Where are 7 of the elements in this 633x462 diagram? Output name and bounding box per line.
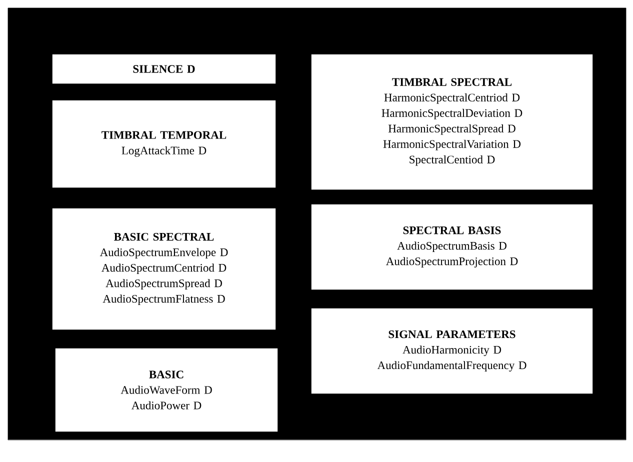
descriptor-box: BASIC AudioWaveForm D AudioPower D <box>54 348 278 432</box>
descriptor-box: TIMBRAL TEMPORAL LogAttackTime D <box>52 100 276 188</box>
descriptor-box: TIMBRAL SPECTRAL HarmonicSpectralCentriod D HarmonicSpectralDeviation D HarmonicSpectralSpread D HarmonicSpectralVariation D SpectralCentiod D <box>310 54 594 190</box>
descriptor-box: BASIC SPECTRAL AudioSpectrumEnvelope D AudioSpectrumCentriod D AudioSpectrumSpread D AudioSpectrumFlatness D <box>52 208 276 330</box>
descriptor-box: SPECTRAL BASIS AudioSpectrumBasis D AudioSpectrumProjection D <box>310 204 594 290</box>
descriptor-box: SIGNAL PARAMETERS AudioHarmonicity D AudioFundamentalFrequency D <box>310 308 594 394</box>
descriptor-box: SILENCE D <box>52 54 276 84</box>
